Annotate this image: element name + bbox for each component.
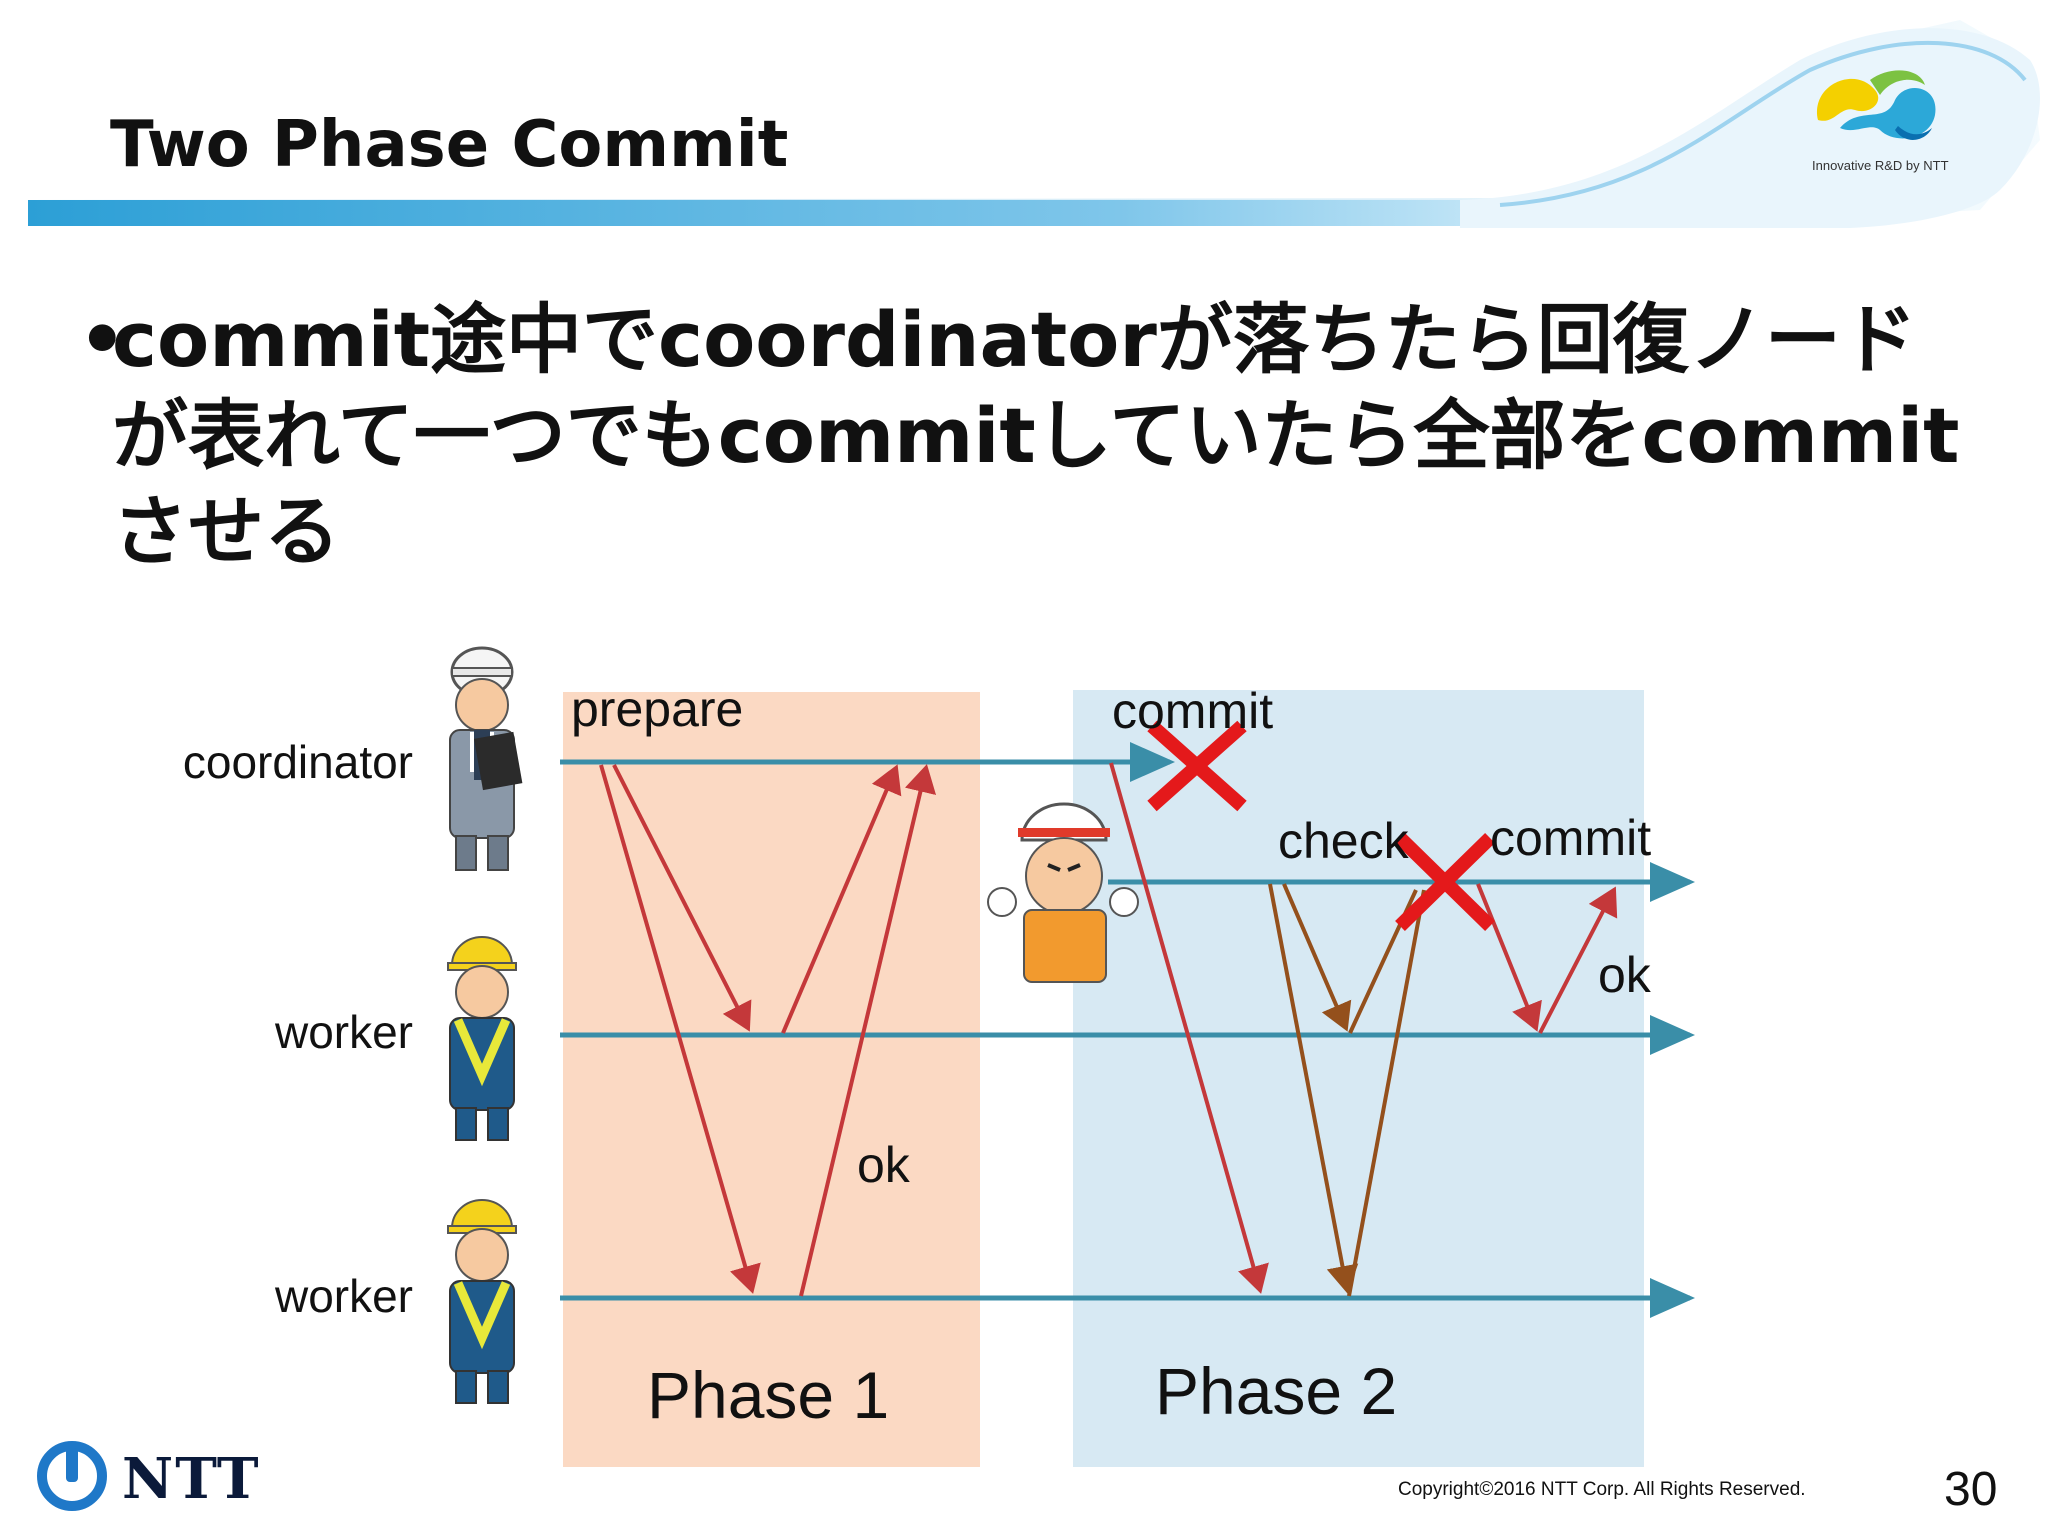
bullet-text: commit途中でcoordinatorが落ちたら回復ノードが表れて一つでもco… [112,295,1960,576]
recovery-node-figure [987,802,1139,983]
actor-label-worker-2: worker [274,1270,413,1322]
coordinator-figure [449,646,523,871]
worker-figure-2 [447,1199,517,1404]
worker-figure-1 [447,936,517,1141]
ok-label-phase1: ok [857,1137,911,1193]
phase1-region [563,692,980,1467]
phase2-label: Phase 2 [1155,1354,1397,1428]
ok-message-worker2 [799,764,937,1297]
page-title: Two Phase Commit [110,108,789,182]
actor-label-coordinator: coordinator [183,736,413,788]
commit-message-worker2 [1109,762,1269,1294]
commit-label-recovery: commit [1490,810,1651,866]
actor-label-worker-1: worker [274,1006,413,1058]
commit-label-coordinator: commit [1112,683,1273,739]
recovery-commit-message [1476,883,1542,1032]
ok-label-phase2: ok [1598,947,1652,1003]
phase1-label: Phase 1 [647,1358,889,1432]
ok-message-worker1 [781,764,902,1034]
page-number: 30 [1944,1463,1998,1516]
bullet-point: • commit途中でcoordinatorが落ちたら回復ノードが表れて一つでも… [78,292,1978,580]
innovative-rnd-logo [1817,70,1936,140]
prepare-message-worker2 [599,764,761,1294]
prepare-message-worker1 [612,764,752,1032]
check-message-worker1 [1282,883,1352,1032]
check-reply-worker2 [1347,889,1426,1297]
copyright-notice: Copyright©2016 NTT Corp. All Rights Rese… [1398,1479,1806,1500]
check-label: check [1278,813,1410,869]
ok-message-phase2 [1538,886,1618,1034]
failure-x-icon-recovery [1395,832,1495,932]
failure-x-icon-coordinator [1147,720,1247,812]
ntt-wordmark: NTT [122,1446,261,1512]
bullet-symbol: • [78,295,127,384]
ntt-logo-icon [37,1441,107,1511]
phase2-region [1073,690,1644,1467]
check-message-worker2 [1268,883,1359,1294]
logo-caption: Innovative R&D by NTT [1812,158,1949,173]
prepare-label: prepare [571,681,743,737]
